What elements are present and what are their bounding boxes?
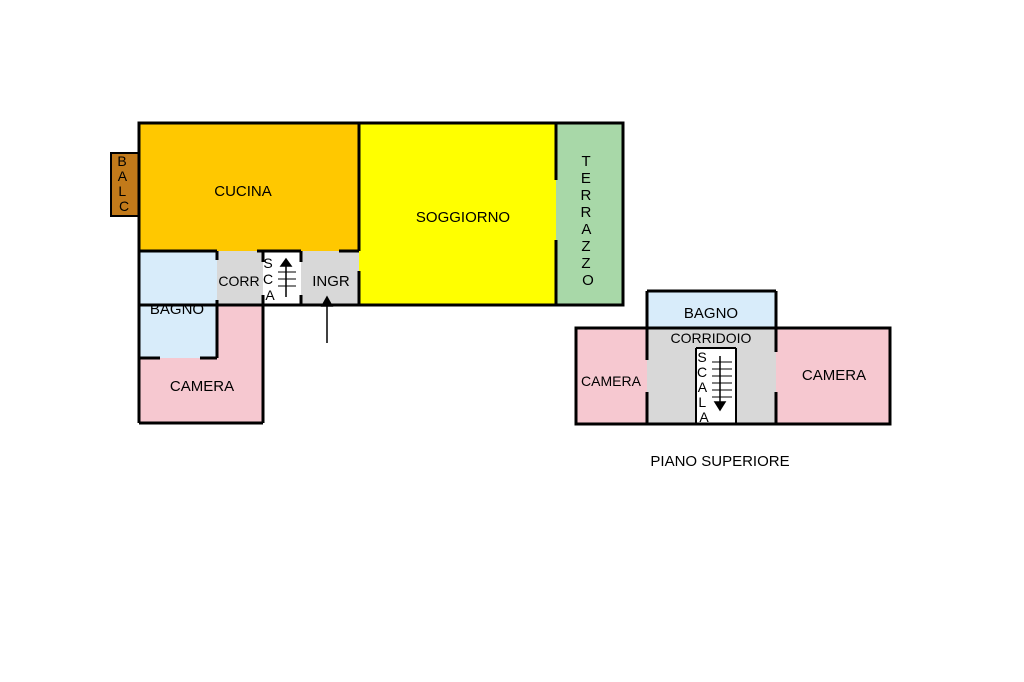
- room-cucina: [139, 123, 359, 251]
- room-ingr-label: INGR: [312, 273, 350, 290]
- room-ingr: [301, 251, 359, 305]
- balc-letter-1: B: [117, 153, 126, 169]
- terrazzo-letter-6: Z: [581, 238, 590, 255]
- terrazzo-letter-2: E: [581, 170, 591, 187]
- scala-letter-5: A: [699, 409, 709, 425]
- upper-room-bagno: [647, 291, 776, 328]
- terrazzo-letter-4: R: [580, 204, 591, 221]
- terrazzo-letter-8: O: [582, 272, 594, 289]
- stair-steps-upper: [712, 361, 732, 398]
- balc-letter-3: L: [118, 183, 126, 199]
- room-terrazzo-label: T E R R A Z Z O: [580, 153, 595, 289]
- room-camera-label: CAMERA: [170, 378, 234, 395]
- upper-room-corridoio-label: CORRIDOIO: [671, 330, 752, 346]
- room-balc-label: B A L C: [117, 153, 130, 214]
- terrazzo-letter-3: R: [580, 187, 591, 204]
- ground-floor-plan: B A L C CUCINA SOGGIORNO T E R R A Z Z O…: [110, 121, 625, 425]
- scala-letter-3: A: [698, 379, 708, 395]
- room-balc: [110, 152, 140, 217]
- room-soggiorno-label: SOGGIORNO: [416, 209, 510, 226]
- room-corr-label: CORR: [218, 273, 259, 289]
- terrazzo-letter-5: A: [581, 221, 591, 238]
- upper-room-bagno-label: BAGNO: [684, 305, 738, 322]
- upper-room-scala-label: S C A L A: [697, 349, 711, 425]
- upper-room-scala: [696, 348, 736, 424]
- room-terrazzo: [556, 123, 623, 305]
- upper-floor-plan: BAGNO CAMERA CORRIDOIO S C A L A: [574, 289, 892, 470]
- stair-arrow-down-icon: [713, 356, 727, 412]
- sca-letter-2: C: [263, 271, 273, 287]
- terrazzo-letter-7: Z: [581, 255, 590, 272]
- room-camera: [139, 305, 263, 423]
- sca-letter-3: A: [265, 287, 275, 303]
- balc-letter-2: A: [118, 168, 128, 184]
- stair-steps-ground: [278, 271, 296, 287]
- room-corr: [217, 251, 263, 305]
- upper-room-camera-left: [576, 328, 647, 424]
- sca-letter-1: S: [263, 255, 272, 271]
- upper-room-camera-left-label: CAMERA: [581, 373, 642, 389]
- room-cucina-label: CUCINA: [214, 183, 272, 200]
- stair-arrow-up-icon: [279, 257, 293, 297]
- upper-floor-title: PIANO SUPERIORE: [650, 453, 789, 470]
- room-scala-label: S C A: [263, 255, 277, 303]
- scala-letter-4: L: [698, 394, 706, 410]
- walls-ground: [137, 121, 625, 425]
- scala-letter-1: S: [697, 349, 706, 365]
- room-soggiorno: [359, 123, 556, 305]
- scala-letter-2: C: [697, 364, 707, 380]
- walls-upper: [574, 289, 892, 426]
- upper-room-camera-right-label: CAMERA: [802, 367, 866, 384]
- terrazzo-letter-1: T: [581, 153, 590, 170]
- balc-letter-4: C: [119, 198, 129, 214]
- upper-room-camera-right: [776, 328, 890, 424]
- room-scala: [263, 251, 301, 305]
- entrance-arrow-icon: [320, 295, 334, 343]
